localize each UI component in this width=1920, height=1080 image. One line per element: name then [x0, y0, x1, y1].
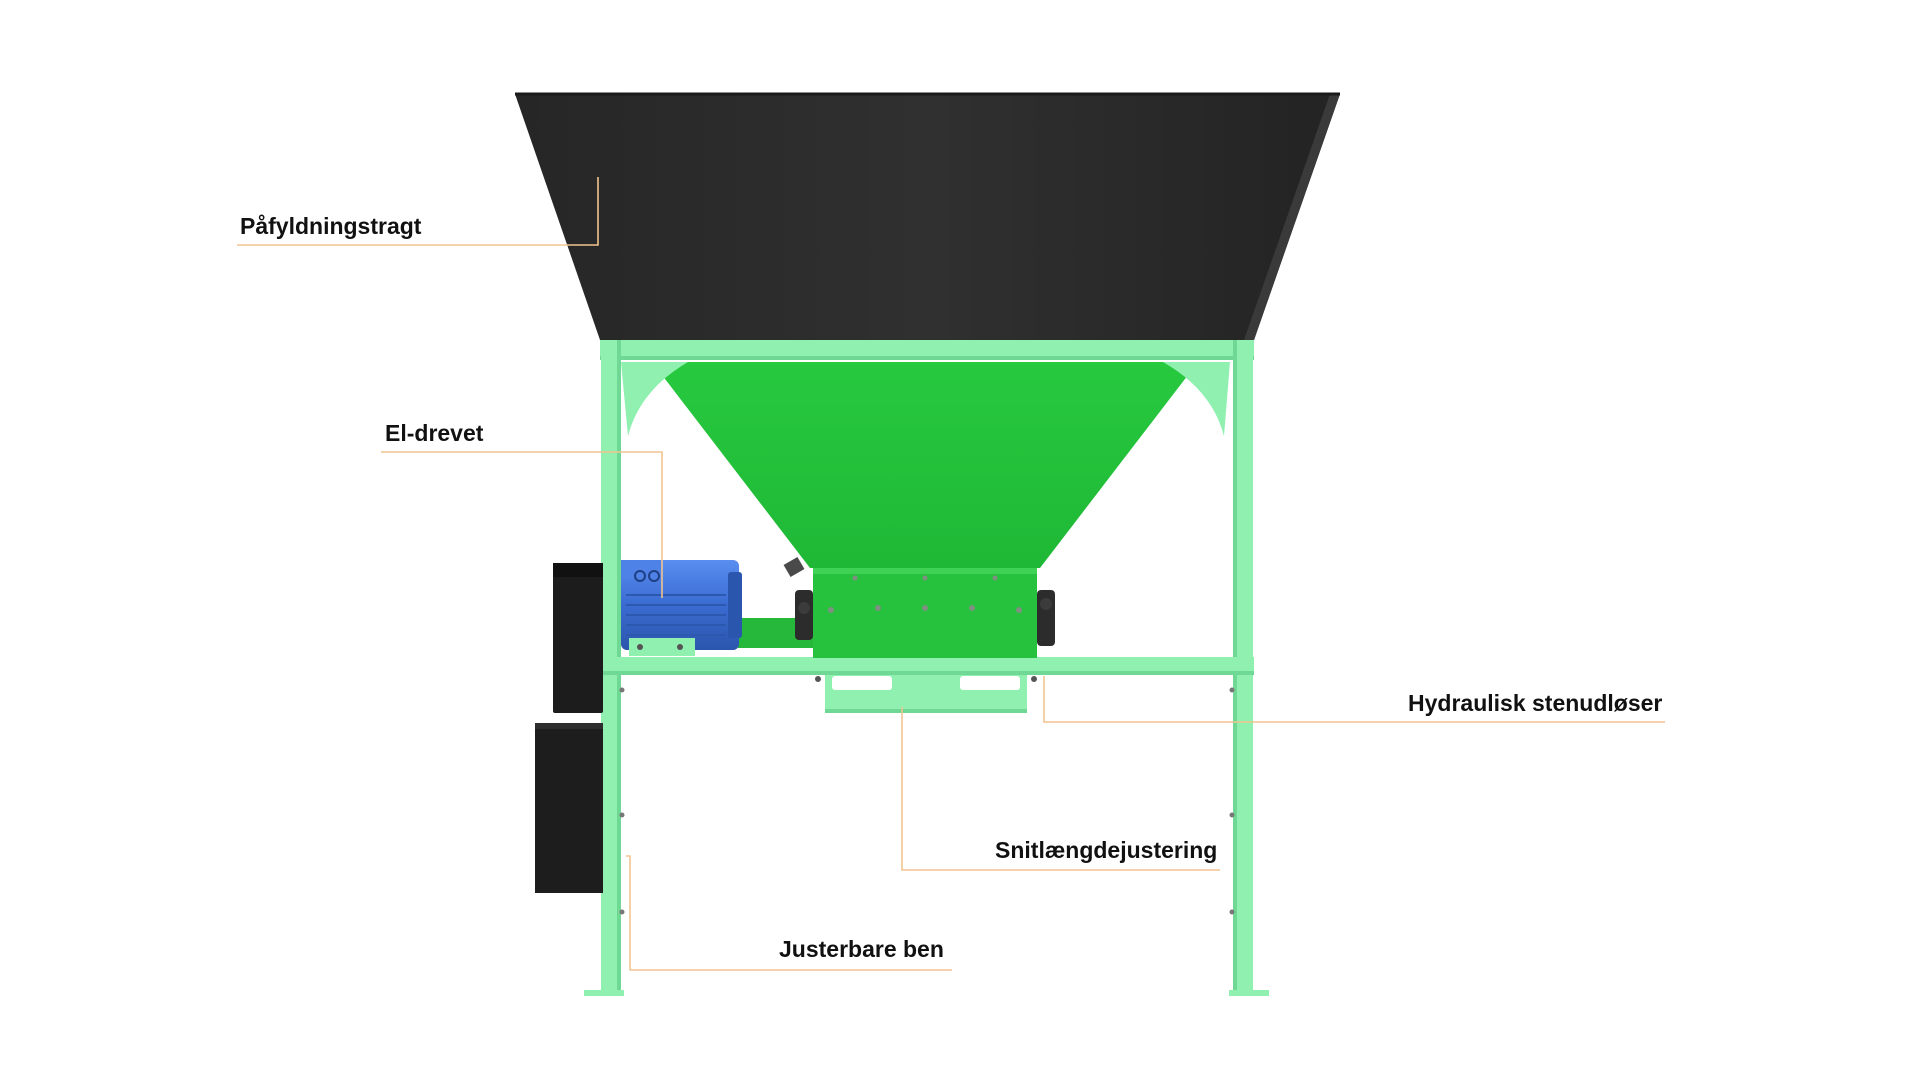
drive-housing — [535, 563, 603, 893]
callouts: Påfyldningstragt El-drevet Hydraulisk st… — [237, 177, 1665, 971]
electric-motor-icon — [621, 560, 742, 656]
frame-gusset-right — [1163, 362, 1230, 436]
callout-cut-length: Snitlængdejustering — [901, 707, 1220, 871]
inner-funnel — [652, 362, 1198, 568]
callout-legs: Justerbare ben — [626, 855, 952, 971]
frame-icon — [584, 340, 1269, 996]
callout-drive: El-drevet — [381, 420, 663, 598]
frame-gusset-left — [621, 362, 688, 436]
label-cut-length: Snitlængdejustering — [995, 837, 1217, 863]
callout-stone-release: Hydraulisk stenudløser — [1043, 676, 1665, 723]
label-stone-release: Hydraulisk stenudløser — [1408, 690, 1662, 716]
label-legs: Justerbare ben — [779, 936, 944, 962]
shredder-machine — [515, 92, 1340, 996]
label-hopper: Påfyldningstragt — [240, 213, 422, 239]
hopper-icon — [515, 92, 1340, 340]
callout-hopper: Påfyldningstragt — [237, 177, 599, 246]
cut-length-adjuster — [815, 675, 1037, 713]
shredder-body — [783, 556, 1055, 658]
label-drive: El-drevet — [385, 420, 484, 446]
